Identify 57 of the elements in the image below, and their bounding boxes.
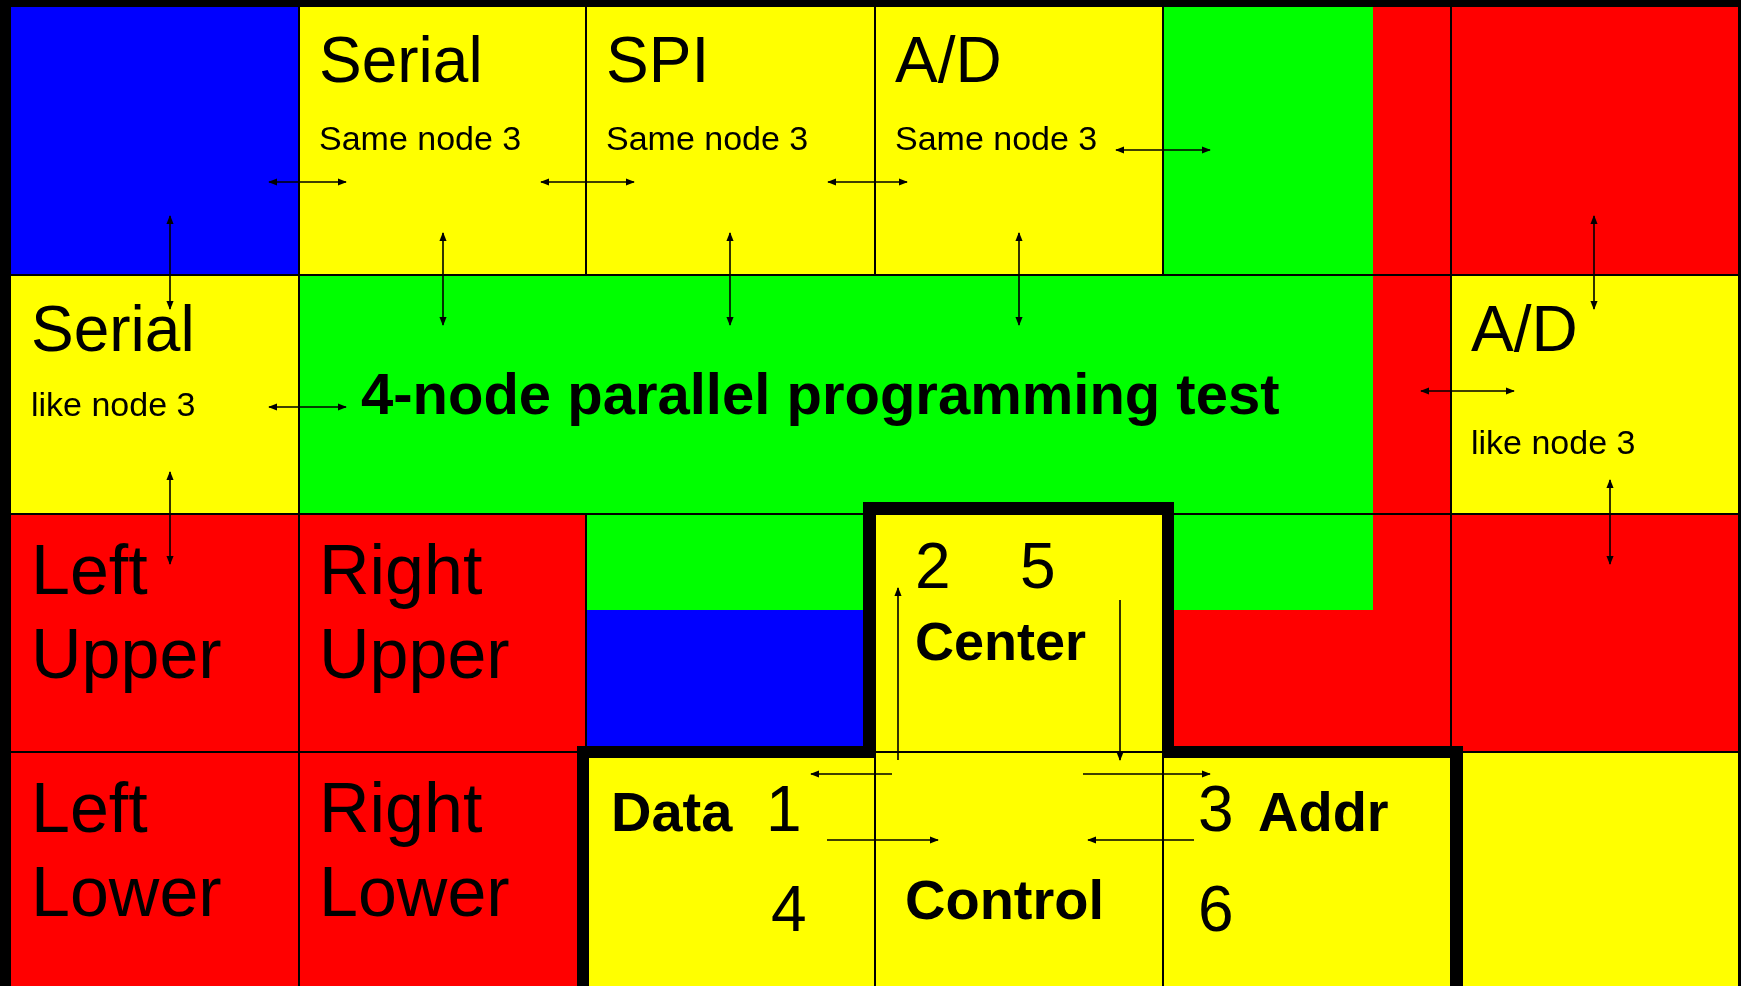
arrow bbox=[827, 178, 908, 186]
arrow bbox=[1606, 479, 1614, 565]
grid-cell bbox=[875, 514, 1163, 752]
arrow bbox=[810, 770, 893, 778]
grid-cell bbox=[299, 514, 586, 752]
cell-text: 1 bbox=[766, 777, 802, 841]
cell-text: Left Upper bbox=[31, 530, 222, 695]
arrow bbox=[1082, 770, 1211, 778]
arrow bbox=[1015, 232, 1023, 326]
cell-text: Right Lower bbox=[319, 768, 510, 933]
grid-cell bbox=[875, 6, 1163, 275]
cell-text: Same node 3 bbox=[895, 121, 1098, 155]
empty-cell bbox=[1451, 514, 1738, 752]
cell-text: Serial bbox=[319, 28, 483, 92]
heading-text: Center bbox=[915, 614, 1087, 668]
grid-cell bbox=[875, 752, 1163, 986]
grid-cell bbox=[11, 275, 299, 514]
cell-text: Right Upper bbox=[319, 530, 510, 695]
cell-text: like node 3 bbox=[31, 387, 196, 421]
cell-text: SPI bbox=[606, 28, 710, 92]
grid-cell bbox=[299, 275, 1373, 514]
cell-text: Same node 3 bbox=[606, 121, 809, 155]
cell-text: Serial bbox=[31, 297, 195, 361]
grid-cell bbox=[586, 6, 875, 275]
arrow bbox=[166, 215, 174, 310]
arrow bbox=[826, 836, 939, 844]
heading-text: Data bbox=[611, 784, 733, 840]
grid-cell bbox=[299, 6, 586, 275]
arrow bbox=[540, 178, 635, 186]
arrow bbox=[1115, 146, 1211, 154]
cell-text: 5 bbox=[1020, 534, 1056, 598]
arrow bbox=[439, 232, 447, 326]
empty-cell bbox=[1451, 6, 1738, 275]
arrow bbox=[268, 178, 347, 186]
arrow bbox=[726, 232, 734, 326]
grid-cell bbox=[11, 514, 299, 752]
cell-text: Same node 3 bbox=[319, 121, 522, 155]
cell-text: A/D bbox=[895, 28, 1002, 92]
arrow bbox=[1087, 836, 1195, 844]
arrow bbox=[894, 587, 902, 761]
cell-text: 3 bbox=[1198, 777, 1234, 841]
cell-text: 6 bbox=[1198, 877, 1234, 941]
arrow bbox=[1116, 599, 1124, 761]
grid-cell bbox=[1451, 275, 1738, 514]
arrow bbox=[1420, 387, 1515, 395]
grid-cell bbox=[11, 752, 299, 986]
cell-text: A/D bbox=[1471, 297, 1578, 361]
cell-text: Left Lower bbox=[31, 768, 222, 933]
arrow bbox=[268, 403, 347, 411]
cell-text: 2 bbox=[915, 534, 951, 598]
arrow bbox=[166, 471, 174, 565]
heading-text: Addr bbox=[1258, 784, 1389, 840]
empty-cell bbox=[1163, 6, 1373, 275]
cell-text: 4 bbox=[771, 877, 807, 941]
arrow bbox=[1590, 215, 1598, 310]
cell-text: like node 3 bbox=[1471, 425, 1636, 459]
heading-text: Control bbox=[905, 872, 1105, 928]
